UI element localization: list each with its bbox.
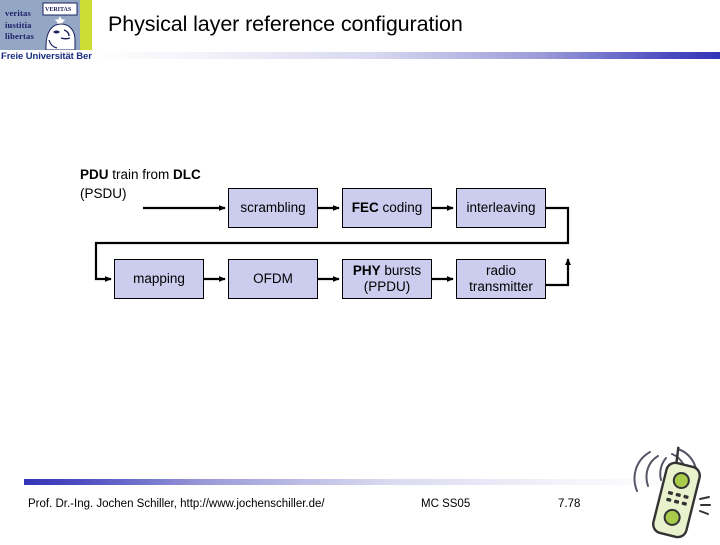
footer-author: Prof. Dr.-Ing. Jochen Schiller, http://w…: [28, 498, 325, 510]
diagram-input-label-dlc: DLC: [173, 167, 201, 182]
node-radio-transmitter-label-2: transmitter: [469, 279, 533, 294]
node-radio-transmitter-label: radio: [485, 263, 516, 278]
logo-motto-line-1: veritas: [5, 8, 31, 18]
footer-course: MC SS05: [421, 498, 471, 510]
node-ofdm[interactable]: OFDM: [228, 259, 318, 299]
node-fec-coding-label: FEC coding: [351, 200, 423, 215]
diagram-input-label-mid: train from: [108, 167, 174, 182]
edge-radiotx-to-antenna-out: [546, 258, 571, 287]
node-fec-coding-bold: FEC: [351, 200, 379, 215]
diagram-input-label-pdu: PDU: [80, 167, 109, 182]
logo-motto-line-3: libertas: [5, 31, 34, 41]
footer-page-number: 7.78: [558, 498, 581, 510]
node-scrambling-label: scrambling: [240, 200, 306, 215]
fu-berlin-logo-plate: veritas iustitia libertas VERITAS: [0, 0, 92, 50]
node-phy-bursts-label-2: (PPDU): [363, 279, 411, 294]
mobile-phone-with-radio-waves-icon: [614, 436, 718, 540]
diagram-input-label: PDU train from DLC (PSDU): [80, 165, 201, 203]
footer-divider: [24, 479, 672, 485]
node-interleaving[interactable]: interleaving: [456, 188, 546, 228]
node-phy-bursts-label: PHY bursts: [352, 263, 422, 278]
university-seal-icon: VERITAS: [40, 0, 80, 50]
logo-motto-line-2: iustitia: [5, 19, 32, 30]
logo-green-accent-bar: [80, 0, 92, 50]
page-title: Physical layer reference configuration: [108, 12, 463, 36]
node-phy-bursts[interactable]: PHY bursts (PPDU): [342, 259, 432, 299]
svg-text:VERITAS: VERITAS: [45, 7, 72, 13]
node-interleaving-label: interleaving: [466, 200, 536, 215]
slide-header: veritas iustitia libertas VERITAS: [0, 0, 720, 70]
node-mapping[interactable]: mapping: [114, 259, 204, 299]
node-phy-bursts-bold: PHY: [352, 263, 381, 278]
header-divider: [92, 52, 720, 59]
node-fec-coding[interactable]: FEC coding: [342, 188, 432, 228]
diagram-input-label-line-2: (PSDU): [80, 186, 127, 201]
node-scrambling[interactable]: scrambling: [228, 188, 318, 228]
university-name: Freie Universität Berlin: [1, 51, 103, 62]
node-mapping-label: mapping: [133, 271, 185, 286]
node-ofdm-label: OFDM: [253, 271, 293, 286]
node-radio-transmitter[interactable]: radio transmitter: [456, 259, 546, 299]
logo-motto: veritas iustitia libertas: [5, 8, 55, 43]
diagram-input-label-line-1: PDU train from DLC: [80, 165, 201, 184]
